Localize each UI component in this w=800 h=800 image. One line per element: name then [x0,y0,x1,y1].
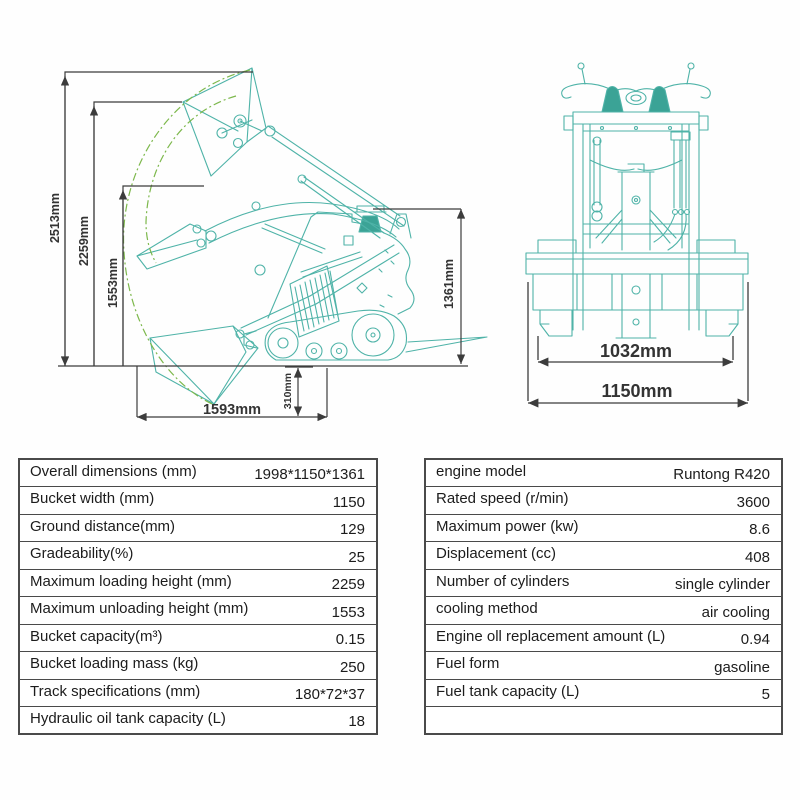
side-view-dimensions [58,71,468,422]
spec-label: Bucket loading mass (kg) [19,651,198,680]
spec-value: 1553 [198,596,377,625]
spec-label: Overall dimensions (mm) [19,458,198,487]
spec-value: 25 [198,541,377,570]
spec-label: cooling method [425,596,604,625]
dim-overall-height: 2513mm [48,193,62,243]
bucket-path-arcs [122,69,251,405]
spec-label: Maximum unloading height (mm) [19,596,248,625]
spec-value: 8.6 [603,513,782,542]
spec-label: Rated speed (r/min) [425,486,604,515]
front-view-dimensions [527,282,749,408]
dim-dig-depth: 310mm [282,373,294,409]
spec-value: 2259 [198,568,377,597]
spec-label: Displacement (cc) [425,541,604,570]
table-row: Bucket width (mm) 1150 [19,486,377,515]
spec-value: 0.15 [198,623,377,652]
spec-value: 129 [198,513,377,542]
table-row: Bucket capacity(m³) 0.15 [19,623,377,652]
dim-overall-length: 1593mm [203,402,261,418]
table-row: Maximum power (kw) 8.6 [425,513,782,542]
table-row: Maximum unloading height (mm) 1553 [19,596,377,625]
spec-value: 1150 [198,486,377,515]
dim-line-1553 [122,185,204,366]
table-row: Maximum loading height (mm) 2259 [19,568,377,597]
dim-machine-height: 1361mm [442,259,456,309]
table-row: Rated speed (r/min) 3600 [425,486,782,515]
spec-label: Fuel tank capacity (L) [425,678,604,707]
table-row: Track specifications (mm) 180*72*37 [19,678,377,707]
spec-label: Hydraulic oil tank capacity (L) [19,706,226,735]
side-view-drawing [136,67,488,405]
table-row: Overall dimensions (mm) 1998*1150*1361 [19,458,377,487]
dim-track-outer-width: 1032mm [600,341,672,361]
spec-table-dimensions: Overall dimensions (mm) 1998*1150*1361 B… [18,458,378,735]
spec-value: 18 [198,706,377,735]
table-row: Gradeability(%) 25 [19,541,377,570]
spec-table-engine: engine model Runtong R420 Rated speed (r… [424,458,783,735]
table-row: Number of cylinders single cylinder [425,568,782,597]
spec-label: engine model [425,458,604,487]
spec-label: Gradeability(%) [19,541,198,570]
spec-value [603,706,782,735]
table-row: cooling method air cooling [425,596,782,625]
table-row: Hydraulic oil tank capacity (L) 18 [19,706,377,735]
spec-label: Bucket capacity(m³) [19,623,198,652]
table-row: Bucket loading mass (kg) 250 [19,651,377,680]
spec-value: 408 [603,541,782,570]
spec-value: 0.94 [603,623,782,652]
table-row: Fuel form gasoline [425,651,782,680]
spec-value: 5 [603,678,782,707]
spec-label: Maximum loading height (mm) [19,568,232,597]
table-row: Ground distance(mm) 129 [19,513,377,542]
spec-label [425,706,604,735]
spec-label: Bucket width (mm) [19,486,198,515]
spec-label: Maximum power (kw) [425,513,604,542]
spec-value: 3600 [603,486,782,515]
front-view-drawing [525,62,749,339]
table-row: Fuel tank capacity (L) 5 [425,678,782,707]
spec-value: 1998*1150*1361 [198,458,377,487]
table-row: Displacement (cc) 408 [425,541,782,570]
spec-label: Track specifications (mm) [19,678,200,707]
spec-label: Number of cylinders [425,568,604,597]
dim-max-unloading-height: 1553mm [106,258,120,308]
table-row: Engine oll replacement amount (L) 0.94 [425,623,782,652]
spec-label: Fuel form [425,651,604,680]
dim-line-1593-ext [136,366,328,417]
dimension-diagrams: 2513mm 2259mm 1553mm 1361mm 310mm 1593mm [48,62,749,422]
spec-value: 180*72*37 [198,678,377,707]
spec-label: Ground distance(mm) [19,513,198,542]
spec-value: single cylinder [603,568,782,597]
spec-value: 250 [198,651,377,680]
spec-value: Runtong R420 [603,458,782,487]
dim-max-loading-height: 2259mm [77,216,91,266]
spec-value: gasoline [603,651,782,680]
spec-label: Engine oll replacement amount (L) [425,623,665,652]
dim-bucket-width: 1150mm [601,381,672,401]
dim-line-2513 [60,71,253,366]
dim-line-2259 [93,101,182,366]
table-row-empty [425,706,782,735]
spec-value: air cooling [603,596,782,625]
table-row: engine model Runtong R420 [425,458,782,487]
